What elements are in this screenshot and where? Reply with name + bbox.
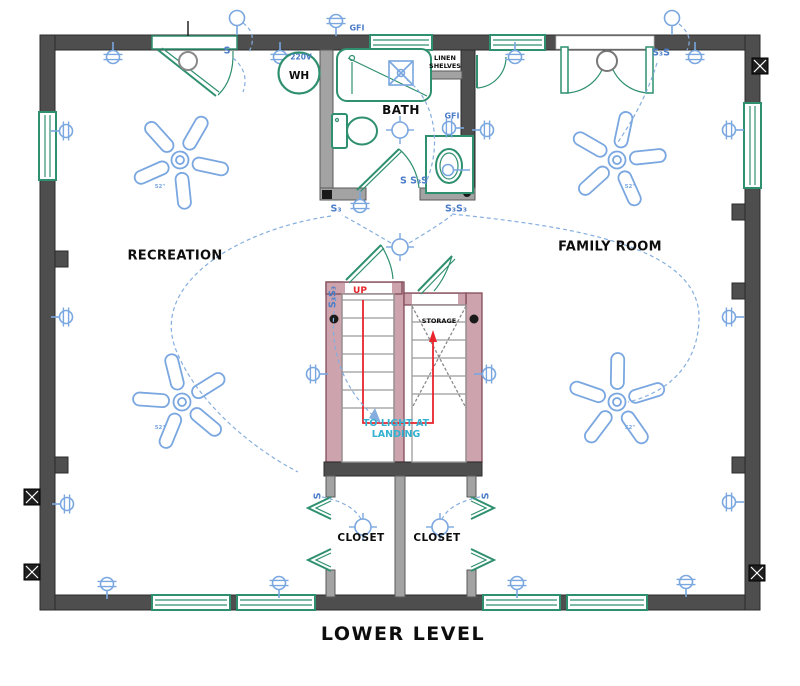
room-label-linen: LINEN SHELVES — [429, 54, 461, 70]
bath-room — [319, 48, 476, 201]
switch-label-hall-left: S₃ — [330, 203, 342, 215]
wiring-arcs — [170, 22, 700, 520]
water-heater-voltage: 220V — [290, 52, 312, 62]
bifold-door — [470, 496, 497, 572]
windows — [38, 34, 762, 611]
ceiling-fan — [116, 335, 252, 472]
switch-label-closet-left: S — [312, 492, 324, 500]
stair-wiring-note: TO LIGHT AT LANDING — [362, 418, 430, 440]
water-heater-label: WH — [288, 70, 310, 82]
exhaust-fan-icon — [388, 60, 414, 86]
gfi-outlet-icon — [325, 13, 347, 37]
ceiling-fan — [567, 105, 672, 214]
switch-label-family-entry: S₃S — [652, 47, 670, 59]
outlet-icon — [721, 306, 745, 328]
room-label-bath: BATH — [382, 103, 420, 117]
fan-size-label: 52" — [154, 184, 166, 190]
storage-cross — [411, 305, 467, 409]
outlet-icon — [721, 119, 745, 141]
stair-up-label: UP — [353, 286, 367, 296]
page-title: LOWER LEVEL — [320, 623, 486, 645]
switch-label-stair-wall: S₃S₃ — [327, 285, 339, 309]
window — [482, 594, 561, 611]
window — [38, 111, 57, 181]
switch-label-closet-right: S — [480, 492, 492, 500]
stair-treads — [341, 293, 467, 463]
room-label-closet-left: CLOSET — [337, 532, 385, 544]
room-label-storage: STORAGE — [421, 317, 457, 325]
outlet-icon — [675, 574, 697, 598]
entry-door — [151, 21, 238, 97]
closets — [305, 475, 497, 598]
exterior-light-icon — [663, 9, 681, 36]
ceiling-fan — [551, 337, 686, 471]
bathtub — [336, 48, 432, 102]
fan-size-label: 52" — [624, 425, 636, 431]
switch-label-bath-door: S S₃S — [400, 175, 428, 187]
sink-vanity — [425, 135, 474, 194]
bifold-door — [305, 496, 332, 572]
door-knob-icon — [178, 51, 198, 71]
window — [489, 34, 546, 51]
gfi-label-top: GFI — [349, 23, 365, 33]
outlet-icon — [721, 491, 745, 513]
room-label-recreation: RECREATION — [127, 248, 223, 264]
door-knob-icon — [596, 50, 618, 72]
window — [151, 594, 231, 611]
ceiling-light-icon — [385, 115, 415, 145]
fan-size-label: 52" — [624, 184, 636, 190]
ceiling-fan — [126, 102, 239, 219]
outlet-icon — [305, 363, 329, 385]
exterior-box-icon — [23, 488, 41, 506]
stair-direction-arrow — [362, 300, 437, 424]
exterior-light-icon — [228, 9, 246, 36]
exterior-box-icon — [751, 57, 769, 75]
room-label-family: FAMILY ROOM — [558, 239, 662, 255]
switch-label-entry: S — [223, 45, 231, 57]
switch-label-hall-right: S₃S₃ — [444, 203, 468, 215]
ceiling-light-icon — [385, 232, 415, 262]
window — [566, 594, 648, 611]
gfi-label-bath: GFI — [444, 111, 460, 121]
stairwell — [323, 244, 483, 477]
room-label-closet-right: CLOSET — [413, 532, 461, 544]
window — [743, 102, 762, 189]
water-heater — [277, 51, 321, 95]
exterior-box-icon — [748, 564, 766, 582]
linen-door — [476, 55, 507, 89]
window — [369, 34, 433, 51]
toilet — [331, 113, 378, 149]
exterior-box-icon — [23, 563, 41, 581]
window — [236, 594, 316, 611]
double-door — [555, 35, 655, 94]
fan-size-label: 52" — [154, 425, 166, 431]
